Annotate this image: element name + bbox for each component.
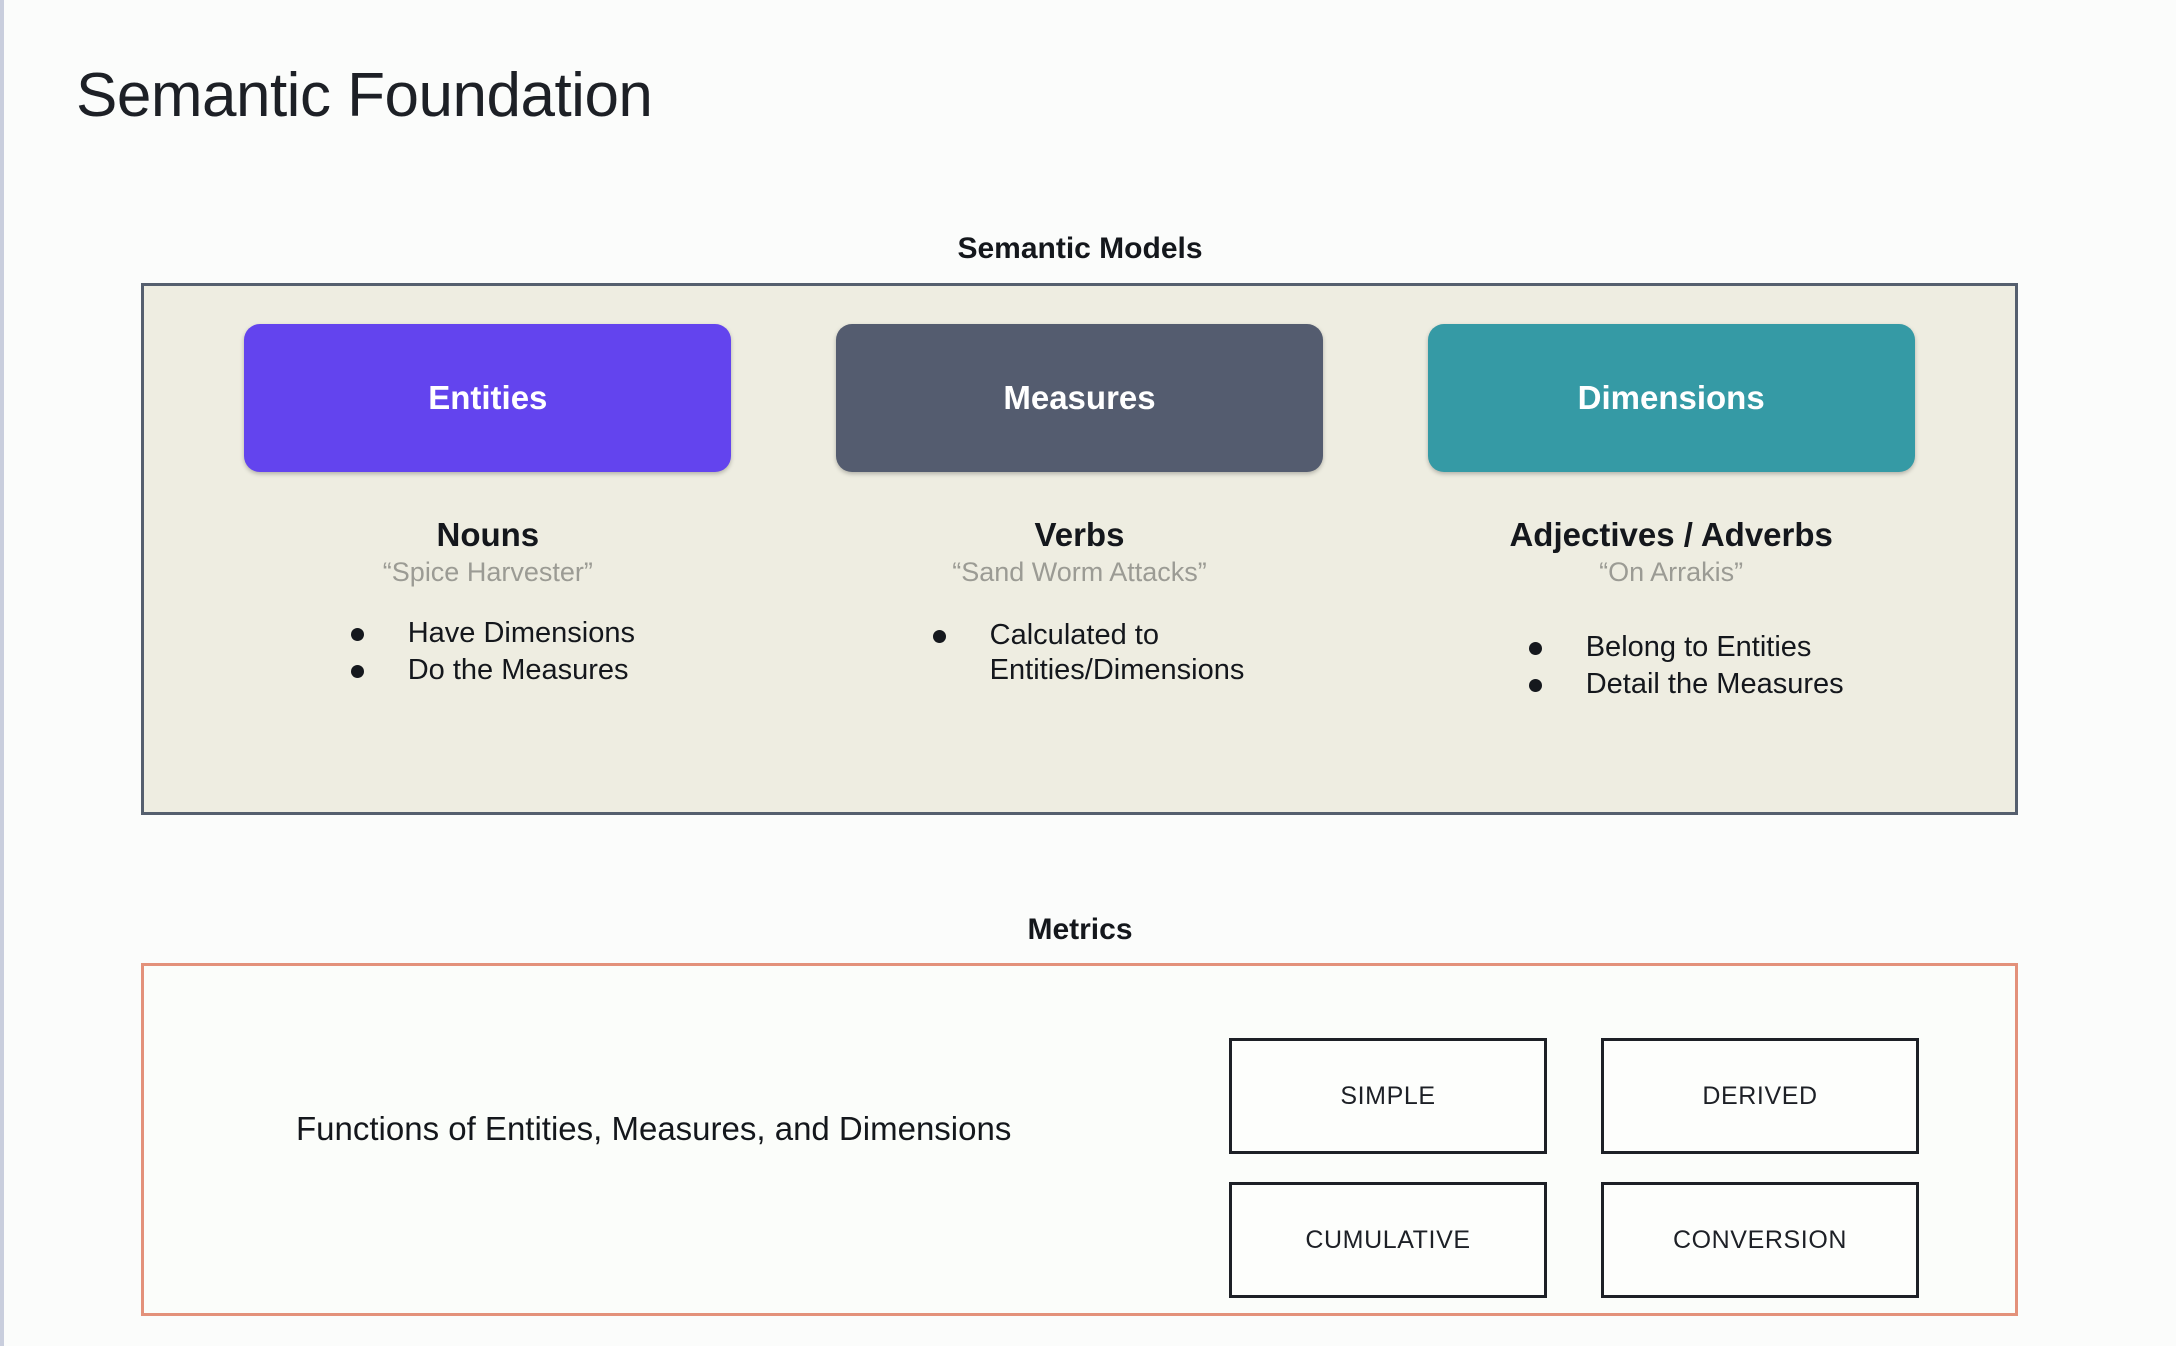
metrics-type-grid: SIMPLE DERIVED CUMULATIVE CONVERSION [1229, 1038, 1919, 1298]
list-item: Do the Measures [350, 653, 635, 687]
page-title: Semantic Foundation [76, 61, 653, 130]
left-edge-strip [0, 0, 4, 1346]
bullet-dot-icon [350, 664, 364, 678]
metric-type-conversion[interactable]: CONVERSION [1601, 1182, 1919, 1298]
semantic-column-entities: Entities Nouns “Spice Harvester” Have Di… [192, 286, 784, 812]
pill-entities[interactable]: Entities [244, 324, 732, 472]
dimensions-example: “On Arrakis” [1599, 556, 1744, 587]
list-item: Belong to Entities [1528, 630, 1844, 664]
dimensions-part-of-speech: Adjectives / Adverbs [1509, 516, 1833, 553]
entities-example: “Spice Harvester” [382, 556, 593, 587]
metrics-caption: Metrics [1027, 913, 1133, 946]
bullet-dot-icon [350, 628, 364, 642]
dimensions-bullet-0: Belong to Entities [1585, 631, 1812, 664]
entities-bullet-0: Have Dimensions [407, 617, 635, 650]
measures-bullet-list: Calculated to Entities/Dimensions [932, 618, 1245, 688]
semantic-models-panel: Entities Nouns “Spice Harvester” Have Di… [141, 283, 2018, 815]
bullet-dot-icon [1528, 678, 1542, 692]
entities-part-of-speech: Nouns [436, 516, 540, 553]
dimensions-bullet-1: Detail the Measures [1585, 667, 1844, 700]
metrics-panel: Functions of Entities, Measures, and Dim… [141, 963, 2018, 1316]
metric-type-derived[interactable]: DERIVED [1601, 1038, 1919, 1154]
measures-part-of-speech: Verbs [1034, 516, 1125, 553]
semantic-models-columns: Entities Nouns “Spice Harvester” Have Di… [144, 286, 2015, 812]
entities-bullet-1: Do the Measures [407, 653, 629, 686]
list-item: Detail the Measures [1528, 667, 1844, 701]
metric-type-cumulative[interactable]: CUMULATIVE [1229, 1182, 1547, 1298]
semantic-models-caption: Semantic Models [957, 232, 1203, 265]
pill-dimensions[interactable]: Dimensions [1427, 324, 1915, 472]
bullet-dot-icon [1528, 642, 1542, 656]
measures-bullet-0: Calculated to Entities/Dimensions [989, 619, 1245, 686]
metrics-description: Functions of Entities, Measures, and Dim… [296, 1110, 1012, 1147]
semantic-column-dimensions: Dimensions Adjectives / Adverbs “On Arra… [1375, 286, 1967, 812]
measures-example: “Sand Worm Attacks” [952, 556, 1207, 587]
list-item: Have Dimensions [350, 616, 635, 650]
bullet-dot-icon [932, 630, 946, 644]
semantic-column-measures: Measures Verbs “Sand Worm Attacks” Calcu… [784, 286, 1376, 812]
list-item: Calculated to Entities/Dimensions [932, 618, 1245, 686]
dimensions-bullet-list: Belong to Entities Detail the Measures [1528, 630, 1844, 702]
metric-type-simple[interactable]: SIMPLE [1229, 1038, 1547, 1154]
entities-bullet-list: Have Dimensions Do the Measures [350, 616, 635, 688]
pill-measures[interactable]: Measures [836, 324, 1323, 472]
